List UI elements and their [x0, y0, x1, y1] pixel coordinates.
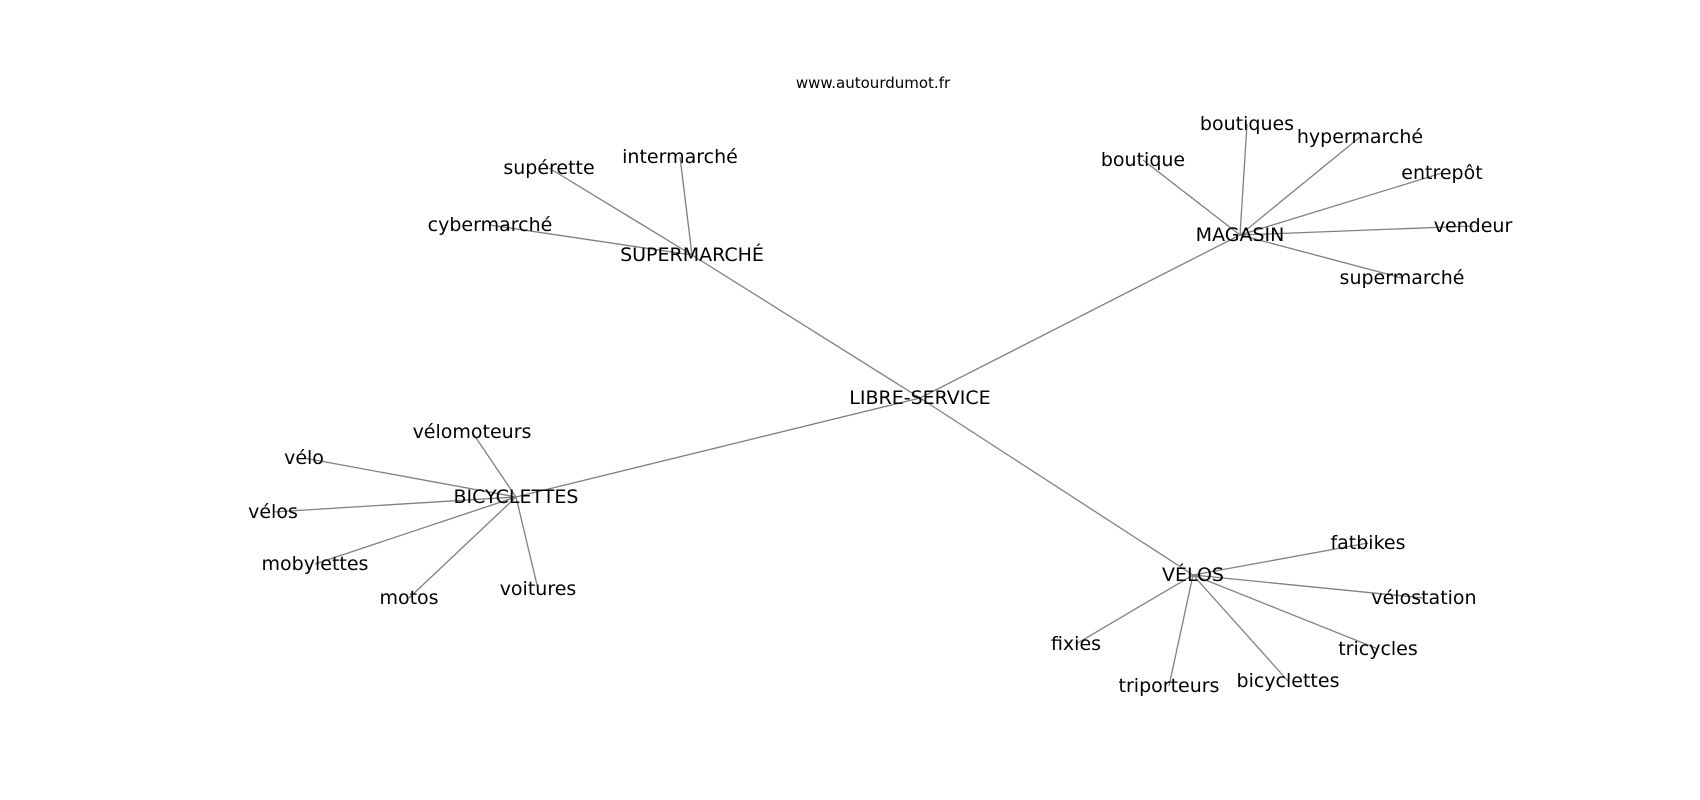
edges-layer — [272, 123, 1474, 687]
hub-node-bicyclettes[interactable]: BICYCLETTES — [454, 486, 579, 508]
edge-center-supermarche — [691, 254, 921, 399]
leaf-node-bicyclettes[interactable]: vélomoteurs — [413, 421, 532, 443]
hub-node-velos[interactable]: VÉLOS — [1162, 563, 1224, 586]
edge-bicyclettes-leaf-3 — [314, 496, 517, 565]
edge-velos-leaf-2 — [1192, 574, 1379, 650]
leaf-node-magasin[interactable]: boutiques — [1200, 113, 1294, 135]
leaf-node-bicyclettes[interactable]: vélo — [284, 447, 324, 469]
center-node[interactable]: LIBRE-SERVICE — [849, 387, 990, 409]
leaf-node-magasin[interactable]: boutique — [1101, 149, 1185, 171]
edge-supermarche-leaf-2 — [489, 224, 693, 256]
leaf-node-velos[interactable]: bicyclettes — [1237, 670, 1340, 692]
leaf-node-bicyclettes[interactable]: mobylettes — [262, 553, 369, 575]
edge-magasin-leaf-5 — [1239, 234, 1403, 279]
edge-velos-leaf-3 — [1192, 574, 1289, 682]
edge-bicyclettes-leaf-5 — [515, 496, 539, 590]
hub-node-supermarche[interactable]: SUPERMARCHÉ — [620, 243, 764, 266]
edge-center-velos — [919, 397, 1194, 576]
edge-magasin-leaf-2 — [1239, 136, 1361, 236]
labels-layer: supérette intermarché cybermarchéSUPERMARC… — [248, 113, 1512, 697]
leaf-node-magasin[interactable]: vendeur — [1434, 215, 1513, 237]
leaf-node-supermarche[interactable]: supérette — [503, 157, 594, 179]
leaf-node-magasin[interactable]: hypermarché — [1297, 126, 1423, 148]
edge-bicyclettes-leaf-0 — [471, 431, 517, 498]
leaf-node-magasin[interactable]: supermarché — [1340, 267, 1465, 289]
edge-magasin-leaf-0 — [1142, 159, 1241, 236]
edge-supermarche-leaf-0 — [548, 167, 693, 256]
edge-bicyclettes-leaf-1 — [303, 457, 517, 498]
leaf-node-bicyclettes[interactable]: motos — [379, 587, 438, 609]
edge-center-magasin — [919, 234, 1241, 399]
leaf-node-velos[interactable]: fatbikes — [1330, 532, 1405, 554]
leaf-node-bicyclettes[interactable]: vélos — [248, 501, 298, 523]
source-label: www.autourdumot.fr — [796, 74, 951, 92]
edge-velos-leaf-0 — [1192, 542, 1369, 576]
hub-node-magasin[interactable]: MAGASIN — [1196, 224, 1285, 246]
edge-bicyclettes-leaf-4 — [408, 496, 517, 599]
leaf-node-bicyclettes[interactable]: voitures — [500, 578, 577, 600]
leaf-node-supermarche[interactable]: cybermarché — [428, 214, 553, 236]
edge-velos-leaf-1 — [1192, 574, 1425, 599]
edge-velos-leaf-4 — [1168, 574, 1194, 687]
edge-magasin-leaf-1 — [1239, 123, 1248, 236]
edge-magasin-leaf-4 — [1239, 225, 1474, 236]
leaf-node-velos[interactable]: vélostation — [1371, 587, 1476, 609]
edge-supermarche-leaf-1 — [679, 156, 693, 256]
edge-bicyclettes-leaf-2 — [272, 496, 517, 513]
leaf-node-supermarche[interactable]: intermarché — [622, 146, 738, 168]
leaf-node-magasin[interactable]: entrepôt — [1401, 162, 1482, 184]
edge-center-bicyclettes — [515, 397, 921, 498]
edge-velos-leaf-5 — [1075, 574, 1194, 645]
edge-magasin-leaf-3 — [1239, 172, 1443, 236]
leaf-node-velos[interactable]: fixies — [1051, 633, 1101, 655]
leaf-node-velos[interactable]: triporteurs — [1119, 675, 1220, 697]
leaf-node-velos[interactable]: tricycles — [1338, 638, 1418, 660]
